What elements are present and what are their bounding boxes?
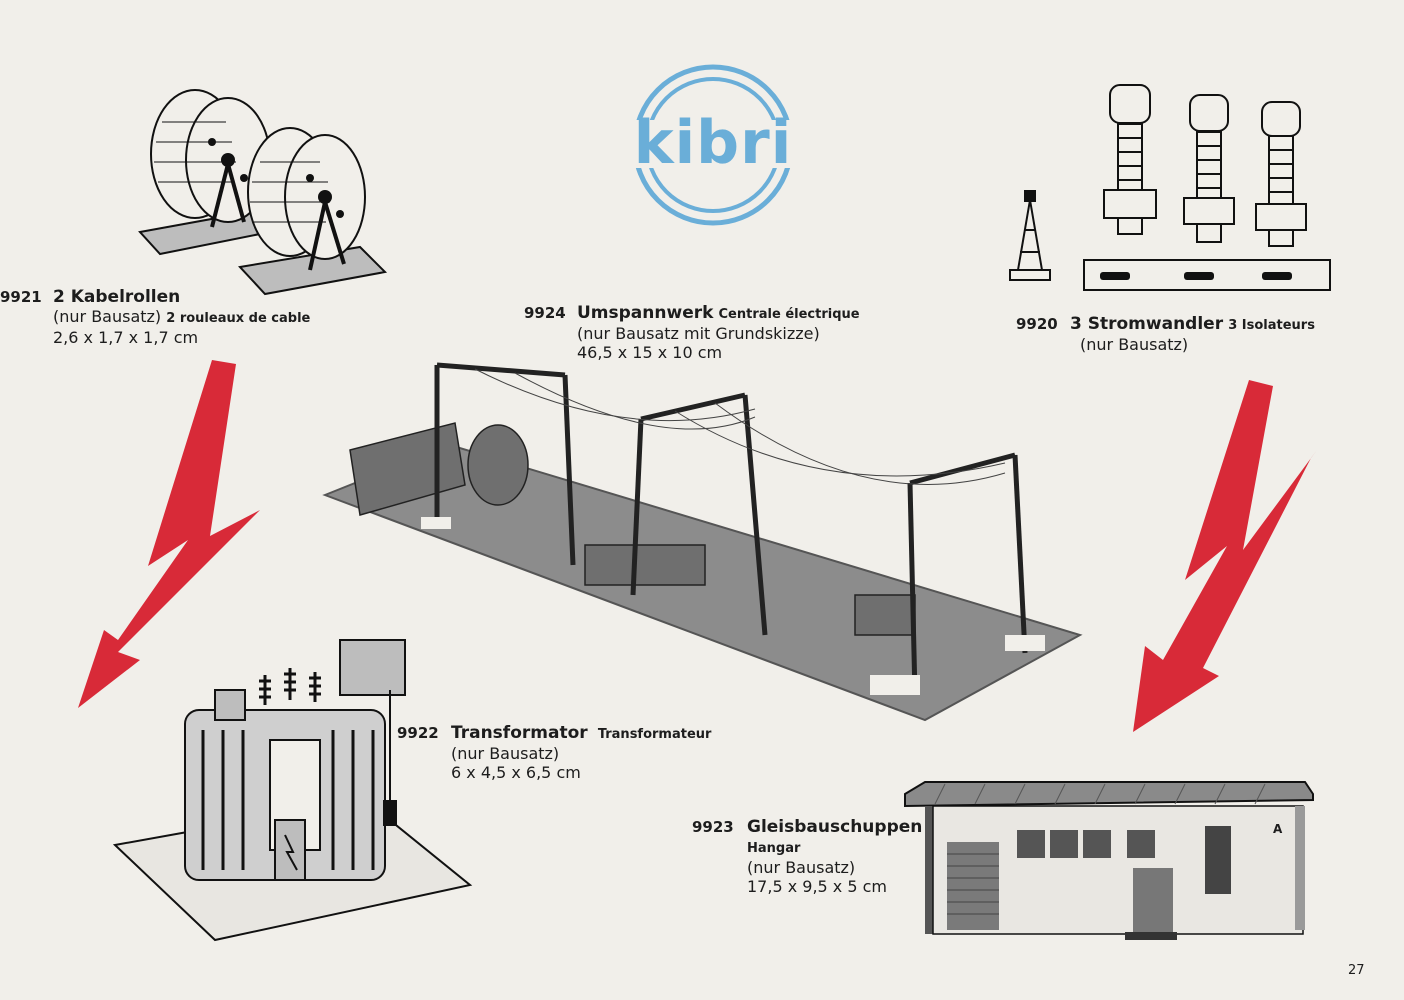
product-number: 9921: [0, 288, 42, 306]
dimensions: 6 x 4,5 x 6,5 cm: [451, 763, 581, 782]
kit-note: (nur Bausatz mit Grundskizze): [577, 324, 820, 343]
dimensions: 17,5 x 9,5 x 5 cm: [747, 877, 887, 896]
logo-rings: [628, 64, 798, 226]
shed-illustration: A: [904, 781, 1315, 952]
insulators-illustration: [1009, 84, 1331, 291]
product-title-fr: Transformateur: [597, 727, 712, 742]
product-title: Umspannwerk: [577, 303, 714, 323]
product-title: 3 Stromwandler: [1070, 314, 1224, 334]
caption-9922: 9922 Transformator Transformateur (nur B…: [397, 723, 712, 783]
product-title: Gleisbauschuppen: [747, 817, 923, 837]
product-number: 9923: [692, 818, 734, 836]
caption-9923: 9923 Gleisbauschuppen Hangar (nur Bausat…: [692, 817, 923, 897]
page-number: 27: [1348, 963, 1365, 978]
shed-door-letter: A: [1273, 822, 1283, 836]
caption-9921: 9921 2 Kabelrollen (nur Bausatz) 2 roule…: [0, 287, 311, 348]
dimensions: 2,6 x 1,7 x 1,7 cm: [53, 328, 199, 347]
kit-note: (nur Bausatz): [53, 307, 162, 326]
dimensions: 46,5 x 15 x 10 cm: [577, 343, 723, 362]
kit-note: (nur Bausatz): [1080, 335, 1189, 354]
product-title: Transformator: [451, 723, 588, 743]
kit-note: (nur Bausatz): [747, 858, 856, 877]
product-number: 9922: [397, 724, 439, 742]
substation-illustration: [322, 362, 1083, 722]
cable-drums-illustration: [138, 89, 388, 296]
lightning-bolt-right: [1133, 380, 1317, 732]
product-title-fr: Centrale électrique: [718, 307, 860, 322]
lightning-bolt-left: [78, 360, 260, 708]
product-number: 9924: [524, 304, 566, 322]
product-title-fr: 2 rouleaux de cable: [166, 311, 311, 326]
transformer-illustration: [112, 639, 473, 942]
product-title: 2 Kabelrollen: [53, 287, 181, 307]
product-number: 9920: [1016, 315, 1058, 333]
product-title-fr: Hangar: [747, 841, 801, 856]
caption-9924: 9924 Umspannwerk Centrale électrique (nu…: [524, 303, 860, 363]
logo-text: kibri: [633, 108, 793, 178]
product-title-fr: 3 Isolateurs: [1228, 318, 1315, 333]
kit-note: (nur Bausatz): [451, 744, 560, 763]
caption-9920: 9920 3 Stromwandler 3 Isolateurs (nur Ba…: [1016, 314, 1315, 355]
kibri-logo: kibri: [628, 60, 798, 230]
